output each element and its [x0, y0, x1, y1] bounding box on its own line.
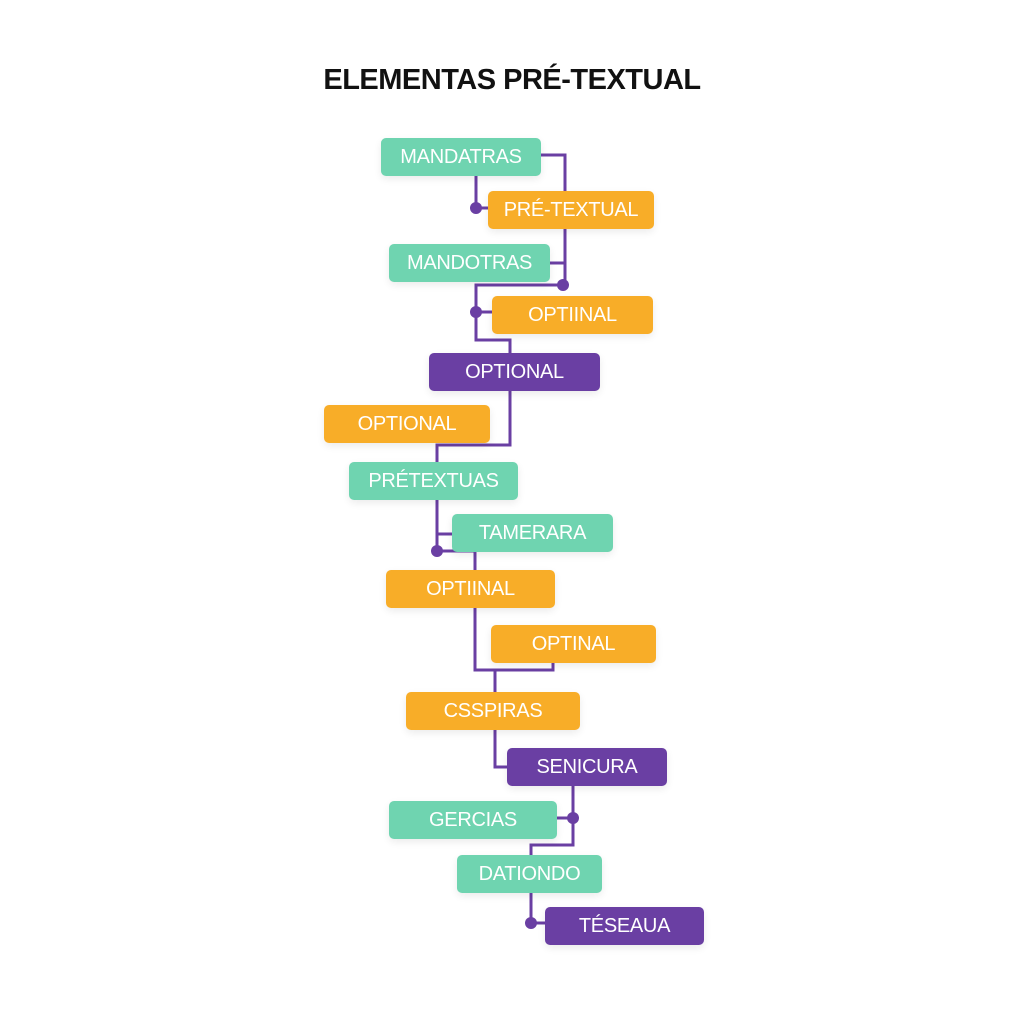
node-label: MANDATRAS	[400, 145, 522, 168]
node-label: TÉSEAUA	[578, 914, 671, 937]
connector-line	[435, 424, 512, 462]
diagram-title: ELEMENTAS PRÉ-TEXTUAL	[323, 64, 701, 96]
diagram-node-2[interactable]: PRÉ-TEXTUAL	[488, 191, 654, 229]
node-label: GERCIAS	[429, 808, 517, 831]
junction-dot	[431, 545, 443, 557]
junction-dot	[525, 917, 537, 929]
diagram-node-4[interactable]: OPTIINAL	[492, 296, 653, 334]
diagram-node-14[interactable]: DATIONDO	[457, 855, 602, 893]
node-label: OPTIINAL	[528, 303, 617, 326]
connector-line	[473, 608, 555, 672]
node-label: SENICURA	[536, 755, 638, 778]
node-label: CSSPIRAS	[443, 699, 543, 722]
node-label: TAMERARA	[478, 521, 587, 544]
junction-dot	[567, 812, 579, 824]
node-label: OPTIONAL	[465, 360, 564, 383]
connector-line	[541, 153, 567, 285]
diagram-node-9[interactable]: OPTIINAL	[386, 570, 555, 608]
connector-line	[435, 500, 452, 553]
junction-dot	[557, 279, 569, 291]
node-label: PRÉ-TEXTUAL	[503, 198, 639, 221]
connector-line	[493, 730, 507, 769]
diagram-node-1[interactable]: MANDATRAS	[381, 138, 541, 176]
diagram-node-13[interactable]: GERCIAS	[389, 801, 557, 839]
junction-dot	[470, 202, 482, 214]
connector-line	[474, 283, 565, 314]
diagram-node-6[interactable]: OPTIONAL	[324, 405, 490, 443]
node-label: OPTIINAL	[426, 577, 515, 600]
connector-line	[437, 549, 477, 570]
diagram-node-3[interactable]: MANDOTRAS	[389, 244, 550, 282]
diagram-node-5[interactable]: OPTIONAL	[429, 353, 600, 391]
node-label: DATIONDO	[478, 862, 581, 885]
diagram-node-11[interactable]: CSSPIRAS	[406, 692, 580, 730]
junction-dot	[470, 306, 482, 318]
connector-line	[490, 391, 512, 447]
node-label: OPTINAL	[531, 632, 616, 655]
diagram-node-7[interactable]: PRÉTEXTUAS	[349, 462, 518, 500]
diagram-node-15[interactable]: TÉSEAUA	[545, 907, 704, 945]
diagram-node-10[interactable]: OPTINAL	[491, 625, 656, 663]
diagram-node-8[interactable]: TAMERARA	[452, 514, 613, 552]
diagram-node-12[interactable]: SENICURA	[507, 748, 667, 786]
node-label: OPTIONAL	[357, 412, 457, 435]
connector-line	[474, 312, 512, 353]
node-label: PRÉTEXTUAS	[368, 469, 499, 492]
node-label: MANDOTRAS	[406, 251, 533, 274]
